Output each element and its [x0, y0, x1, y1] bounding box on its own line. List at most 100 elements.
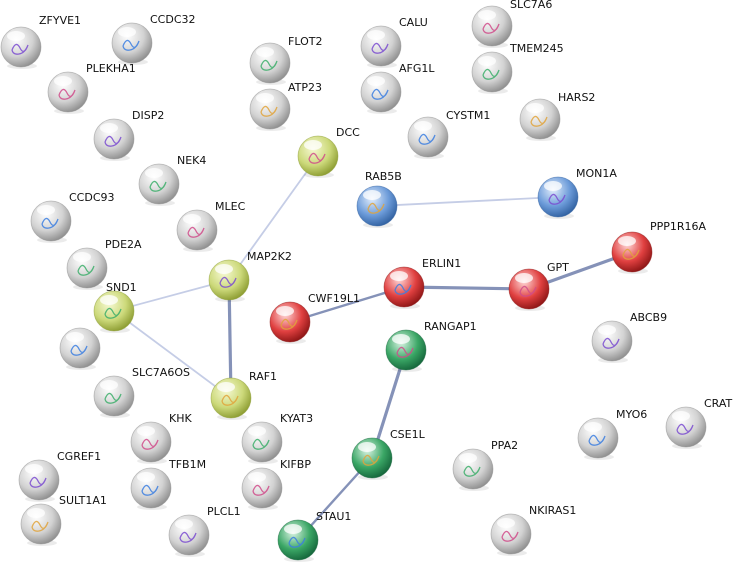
node-highlight — [598, 325, 616, 335]
node-cgref1[interactable]: CGREF1 — [18, 450, 101, 502]
edge-rab5b-mon1a[interactable] — [376, 196, 559, 207]
node-label: FLOT2 — [288, 35, 322, 48]
node-nek4[interactable]: NEK4 — [138, 154, 206, 206]
node-label: SLC7A6 — [510, 0, 552, 11]
edge-erlin1-gpt[interactable] — [402, 285, 531, 291]
node-calu[interactable]: CALU — [360, 16, 428, 68]
node-pde2a[interactable]: PDE2A — [66, 238, 142, 290]
node-highlight — [497, 518, 515, 528]
node-khk[interactable]: KHK — [130, 412, 192, 464]
protein-structure-icon — [104, 307, 122, 319]
protein-structure-icon — [362, 454, 380, 466]
protein-structure-icon — [41, 217, 59, 229]
node-label: CRAT — [704, 397, 733, 410]
node-rangap1[interactable]: RANGAP1 — [385, 320, 477, 372]
node-stau1[interactable]: STAU1 — [277, 510, 351, 562]
node-afg1l[interactable]: AFG1L — [360, 62, 435, 114]
node-sult1a1[interactable]: SULT1A1 — [20, 494, 107, 546]
node-highlight — [215, 264, 233, 274]
node-kyat3[interactable]: KYAT3 — [241, 412, 313, 464]
node-label: KIFBP — [280, 458, 311, 471]
node-highlight — [367, 76, 385, 86]
node-ppa2[interactable]: PPA2 — [452, 439, 518, 491]
node-label: PPA2 — [491, 439, 518, 452]
node-nkiras1[interactable]: NKIRAS1 — [490, 504, 576, 556]
protein-structure-icon — [371, 88, 389, 100]
node-flot2[interactable]: FLOT2 — [249, 35, 322, 85]
node-highlight — [100, 380, 118, 390]
node-highlight — [137, 426, 155, 436]
node-label: MON1A — [576, 167, 617, 180]
node-cse1l[interactable]: CSE1L — [351, 428, 426, 480]
node-slc7a6os[interactable]: SLC7A6OS — [93, 366, 190, 418]
protein-structure-icon — [77, 264, 95, 276]
node-hars2[interactable]: HARS2 — [519, 91, 595, 141]
node-abcb9[interactable]: ABCB9 — [591, 311, 667, 363]
node-cwf19l1[interactable]: CWF19L1 — [269, 292, 360, 344]
node-label: MLEC — [215, 200, 246, 213]
protein-structure-icon — [70, 344, 88, 356]
protein-structure-icon — [288, 536, 306, 548]
node-gpt[interactable]: GPT — [508, 261, 569, 311]
protein-structure-icon — [221, 394, 239, 406]
node-highlight — [392, 334, 410, 344]
node-crat[interactable]: CRAT — [665, 397, 733, 449]
protein-structure-icon — [260, 105, 278, 117]
node-highlight — [54, 76, 72, 86]
node-highlight — [515, 273, 533, 283]
node-disp2[interactable]: DISP2 — [93, 109, 164, 161]
node-plekha1[interactable]: PLEKHA1 — [47, 62, 136, 114]
node-tmem245[interactable]: TMEM245 — [471, 42, 564, 94]
node-plcl1[interactable]: PLCL1 — [168, 505, 241, 557]
edge-map2k2-dcc[interactable] — [228, 155, 319, 281]
node-cystm1[interactable]: CYSTM1 — [407, 109, 490, 159]
node-mon1a[interactable]: MON1A — [537, 167, 617, 219]
node-hidden[interactable] — [59, 327, 101, 370]
node-dcc[interactable]: DCC — [297, 126, 360, 178]
node-label: SND1 — [106, 281, 137, 294]
node-erlin1[interactable]: ERLIN1 — [383, 257, 461, 309]
node-label: MAP2K2 — [247, 250, 292, 263]
node-ppp1r16a[interactable]: PPP1R16A — [611, 220, 707, 274]
node-tfb1m[interactable]: TFB1M — [130, 458, 206, 510]
protein-structure-icon — [11, 43, 29, 55]
node-label: RAB5B — [365, 170, 402, 183]
node-label: CGREF1 — [57, 450, 101, 463]
protein-structure-icon — [588, 434, 606, 446]
node-label: SULT1A1 — [59, 494, 107, 507]
protein-structure-icon — [141, 438, 159, 450]
node-raf1[interactable]: RAF1 — [210, 370, 277, 420]
node-slc7a6[interactable]: SLC7A6 — [471, 0, 552, 48]
node-highlight — [248, 472, 266, 482]
node-map2k2[interactable]: MAP2K2 — [208, 250, 292, 302]
protein-structure-icon — [308, 152, 326, 164]
node-label: RAF1 — [249, 370, 277, 383]
protein-structure-icon — [29, 476, 47, 488]
node-snd1[interactable]: SND1 — [93, 281, 137, 333]
node-highlight — [478, 10, 496, 20]
node-highlight — [73, 252, 91, 262]
node-label: ABCB9 — [630, 311, 667, 324]
node-label: GPT — [547, 261, 569, 274]
node-kifbp[interactable]: KIFBP — [241, 458, 311, 510]
node-ccdc32[interactable]: CCDC32 — [111, 13, 196, 65]
node-label: CSE1L — [390, 428, 426, 441]
node-highlight — [363, 190, 381, 200]
protein-structure-icon — [482, 22, 500, 34]
protein-structure-icon — [219, 276, 237, 288]
protein-structure-icon — [58, 88, 76, 100]
node-highlight — [27, 508, 45, 518]
node-zfyve1[interactable]: ZFYVE1 — [0, 14, 81, 69]
protein-structure-icon — [252, 438, 270, 450]
node-mlec[interactable]: MLEC — [176, 200, 246, 252]
node-ccdc93[interactable]: CCDC93 — [30, 191, 115, 243]
protein-structure-icon — [548, 193, 566, 205]
node-highlight — [256, 93, 274, 103]
node-myo6[interactable]: MYO6 — [577, 408, 647, 460]
node-rab5b[interactable]: RAB5B — [356, 170, 402, 228]
node-label: SLC7A6OS — [132, 366, 190, 379]
edge-snd1-raf1[interactable] — [113, 310, 232, 399]
node-label: PLCL1 — [207, 505, 241, 518]
node-atp23[interactable]: ATP23 — [249, 81, 322, 131]
